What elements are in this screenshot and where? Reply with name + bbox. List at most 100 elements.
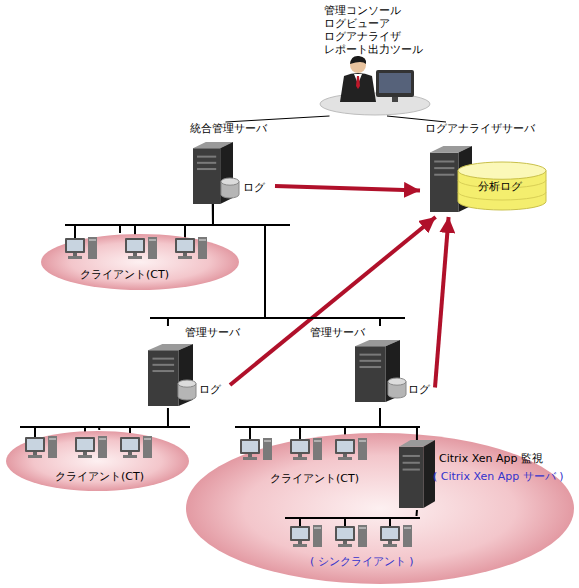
- monitor-frame: [175, 238, 195, 253]
- monitor-screen: [292, 528, 308, 539]
- network-connector: [416, 510, 418, 516]
- drop-line: [249, 427, 251, 439]
- monitor-stand: [298, 541, 302, 544]
- keyboard: [178, 256, 192, 259]
- network-connector: [99, 408, 168, 430]
- monitor-stand: [248, 454, 252, 457]
- pc-icon: [75, 436, 107, 458]
- group-ellipse: [41, 234, 239, 290]
- monitor-frame: [65, 238, 85, 253]
- monitor-screen: [382, 528, 398, 539]
- operator-illustration: [318, 54, 433, 116]
- network-connector: [120, 204, 213, 233]
- drive-bay: [99, 438, 106, 440]
- pc-tower: [263, 438, 272, 460]
- server-slot: [403, 469, 420, 471]
- server-slot: [153, 364, 175, 366]
- drive-bay: [264, 440, 271, 442]
- monitor-frame: [376, 70, 414, 97]
- drop-line: [299, 518, 301, 526]
- monitor-stand: [133, 253, 137, 256]
- drive-bay: [314, 440, 321, 442]
- server-slot: [403, 455, 420, 457]
- monitor-stand: [298, 454, 302, 457]
- server-slot: [153, 358, 175, 360]
- pc-icon: [120, 436, 152, 458]
- log-transfer-arrow: [435, 217, 449, 388]
- bus-line: [235, 426, 420, 428]
- citrix-server-node: Citrix Xen App 監視( Citrix Xen App サーバ ): [397, 440, 575, 510]
- monitor-frame: [25, 437, 45, 452]
- monitor-frame: [75, 437, 95, 452]
- database-cylinder: [388, 378, 406, 398]
- drop-line: [74, 225, 76, 238]
- monitor-screen: [337, 528, 353, 539]
- keyboard: [338, 544, 352, 547]
- monitor-screen: [337, 441, 353, 452]
- thin-client-group: ( シンクライアント ): [280, 516, 430, 571]
- keyboard: [383, 544, 397, 547]
- node-label: クライアント(CT): [55, 470, 144, 483]
- drop-line: [34, 427, 36, 437]
- node-label: ( シンクライアント ): [310, 555, 414, 568]
- node-label: ログアナライザ: [324, 30, 401, 43]
- server-slot: [197, 168, 216, 170]
- pc-tower: [88, 237, 97, 259]
- keyboard: [293, 544, 307, 547]
- monitor-screen: [242, 441, 258, 452]
- network-connector: [226, 116, 330, 122]
- person-tie: [356, 76, 360, 89]
- pc-icon: [240, 438, 272, 460]
- keyboard: [243, 457, 257, 460]
- server-slot: [360, 360, 382, 362]
- monitor-screen: [292, 441, 308, 452]
- monitor-stand: [128, 452, 132, 455]
- server-node: 統合管理サーバログ: [185, 122, 275, 204]
- group-ellipse: [6, 431, 189, 491]
- node-label: ログビューア: [324, 17, 390, 30]
- pc-tower: [358, 525, 367, 547]
- analyzer-server-node: ログアナライザサーバ分析ログ: [420, 122, 550, 217]
- server-slot: [403, 462, 420, 464]
- drive-bay: [49, 438, 56, 440]
- pc-icon: [65, 237, 97, 259]
- network-connector: [300, 408, 380, 432]
- monitor-frame: [290, 439, 310, 454]
- keyboard: [28, 455, 42, 458]
- keyboard: [293, 457, 307, 460]
- person-hair: [350, 56, 366, 64]
- log-transfer-arrow: [275, 186, 420, 190]
- node-label: 管理コンソール: [324, 4, 401, 17]
- monitor-frame: [335, 439, 355, 454]
- drive-bay: [144, 438, 151, 440]
- bus-line: [150, 317, 405, 319]
- pc-icon: [335, 438, 367, 460]
- node-label: 管理サーバ: [310, 326, 365, 339]
- node-label: 管理サーバ: [185, 326, 240, 339]
- monitor-stand: [183, 253, 187, 256]
- server-slot: [360, 354, 382, 356]
- pc-icon: [380, 525, 412, 547]
- server-slot: [197, 162, 216, 164]
- monitor-stand: [388, 541, 392, 544]
- drive-bay: [149, 239, 156, 241]
- operator-console: 管理コンソールログビューアログアナライザレポート出力ツール: [318, 4, 433, 116]
- monitor-frame: [120, 437, 140, 452]
- keyboard: [128, 256, 142, 259]
- bus-line: [285, 517, 420, 519]
- database-cylinder: [221, 178, 239, 198]
- monitor-stand: [73, 253, 77, 256]
- cylinder-ridge: [458, 192, 546, 200]
- server-front: [148, 350, 179, 406]
- pc-tower: [403, 525, 412, 547]
- monitor-screen: [122, 439, 138, 450]
- pc-tower: [313, 438, 322, 460]
- server-slot: [434, 167, 454, 169]
- node-label: レポート出力ツール: [324, 43, 423, 56]
- group-ellipse-art: [40, 233, 240, 291]
- keyboard: [338, 457, 352, 460]
- client-group: クライアント(CT)Citrix Xen App 監視( Citrix Xen …: [185, 432, 575, 585]
- server-slot: [434, 161, 454, 163]
- pc-tower: [143, 436, 152, 458]
- server-node: 管理サーバログ: [310, 326, 435, 408]
